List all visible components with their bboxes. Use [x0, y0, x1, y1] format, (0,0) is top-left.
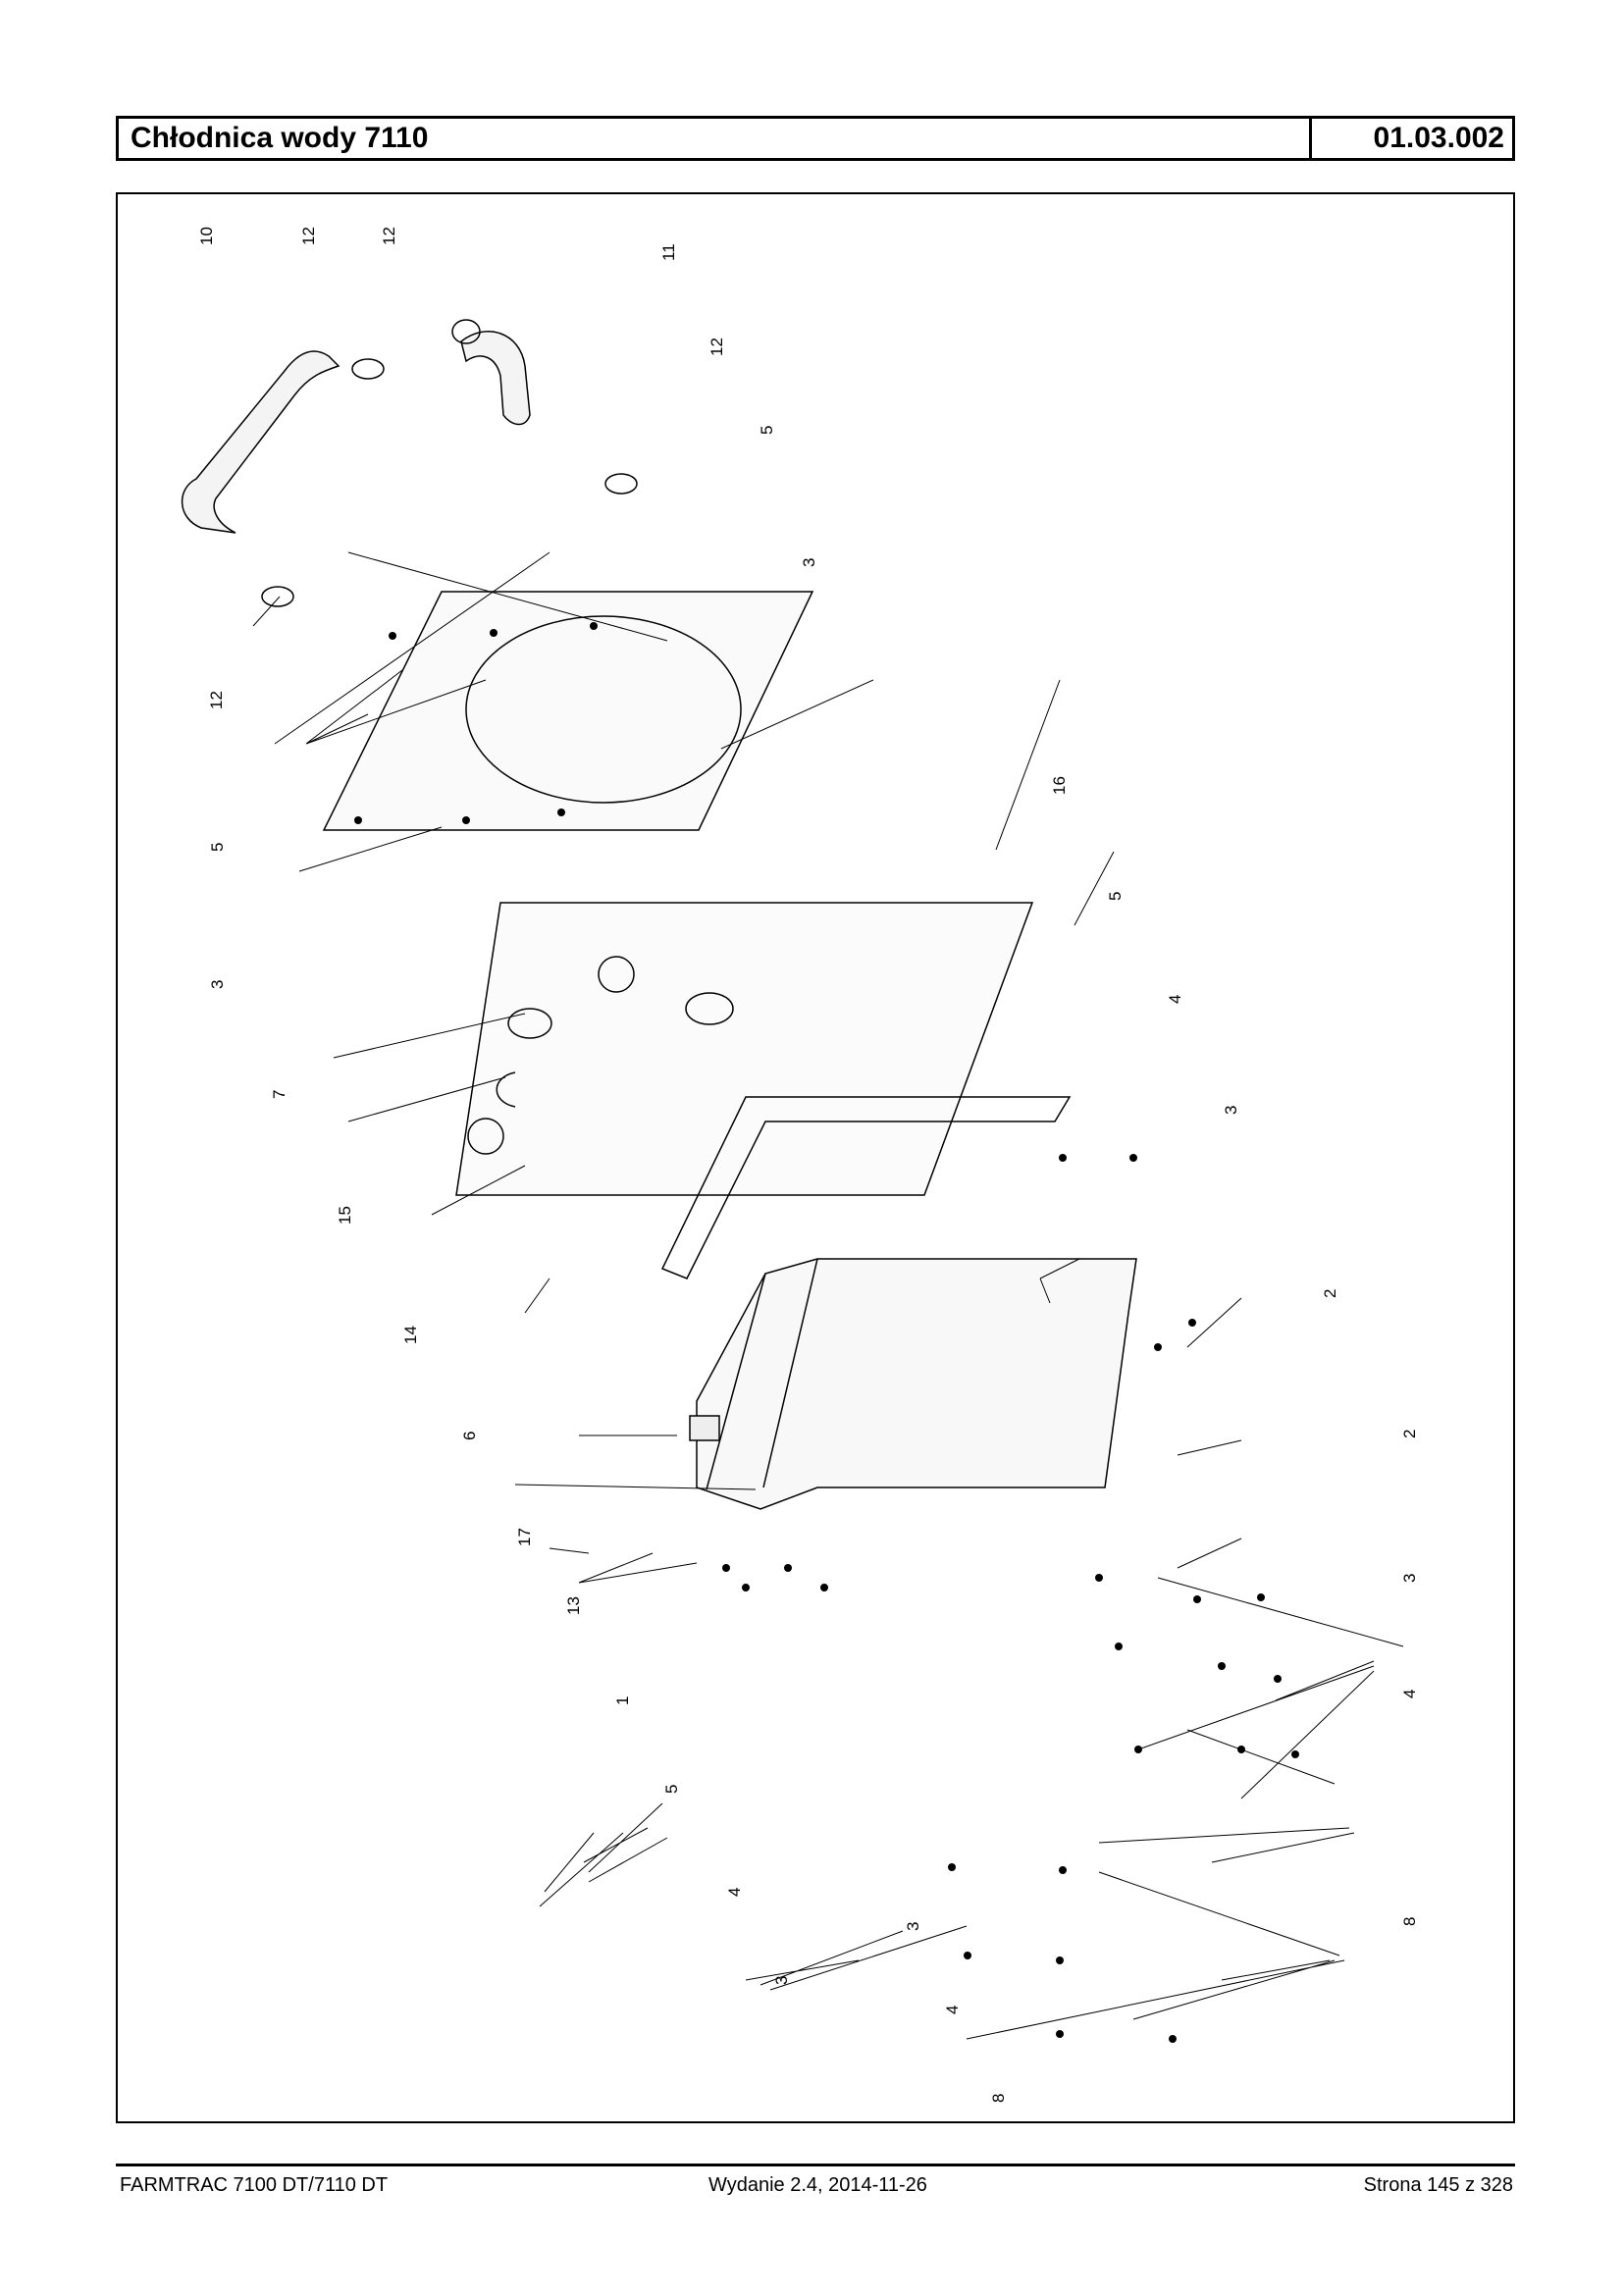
exploded-diagram-frame: 10 12 12 11 12 5 3 12 5 3 16 7 5 4 3 15 … — [116, 192, 1515, 2123]
shroud-opening — [465, 615, 742, 804]
callout-12: 12 — [207, 691, 226, 709]
plate-hole-a — [467, 1118, 504, 1155]
callout-10: 10 — [197, 227, 216, 245]
ring-15 — [507, 1008, 552, 1039]
callout-4: 4 — [725, 1888, 744, 1897]
callout-3: 3 — [208, 980, 227, 989]
callout-3: 3 — [1222, 1106, 1240, 1115]
callout-17: 17 — [515, 1528, 534, 1546]
hose-11 — [460, 331, 531, 426]
footer-page-number: Strona 145 z 328 — [1363, 2174, 1513, 2196]
callout-5: 5 — [662, 1785, 681, 1794]
callout-5: 5 — [208, 843, 227, 852]
exploded-diagram: 10 12 12 11 12 5 3 12 5 3 16 7 5 4 3 15 … — [181, 227, 1419, 2103]
clamp-12-c — [451, 319, 481, 344]
page-title: Chłodnica wody 7110 — [131, 122, 429, 154]
seal-14 — [496, 1071, 516, 1108]
callout-1: 1 — [613, 1696, 632, 1705]
shroud-7 — [322, 591, 814, 831]
footer-edition: Wydanie 2.4, 2014-11-26 — [708, 2174, 927, 2196]
callout-15: 15 — [336, 1206, 354, 1225]
footer-model: FARMTRAC 7100 DT/7110 DT — [120, 2174, 389, 2196]
callout-4: 4 — [943, 2006, 962, 2014]
filler-13 — [689, 1415, 720, 1441]
callout-5: 5 — [1106, 892, 1125, 901]
callout-5: 5 — [758, 426, 776, 435]
callout-12: 12 — [707, 338, 726, 356]
callout-12: 12 — [299, 227, 318, 245]
callout-6: 6 — [460, 1432, 479, 1440]
callout-12: 12 — [380, 227, 398, 245]
callout-4: 4 — [1166, 995, 1184, 1004]
document-code: 01.03.002 — [1309, 119, 1512, 158]
clamp-12-d — [604, 473, 638, 495]
callout-13: 13 — [564, 1596, 583, 1615]
plate-6 — [455, 902, 1034, 1196]
callout-3: 3 — [800, 558, 818, 567]
callout-7: 7 — [270, 1090, 288, 1099]
hose-10 — [181, 350, 341, 534]
callout-11: 11 — [659, 243, 678, 261]
callout-3: 3 — [772, 1976, 791, 1985]
callout-14: 14 — [401, 1326, 420, 1344]
callout-4: 4 — [1400, 1690, 1419, 1698]
clamp-12-a — [351, 358, 385, 380]
plate-hole-b — [598, 956, 635, 993]
callout-2: 2 — [1400, 1430, 1419, 1438]
callout-2: 2 — [1321, 1289, 1339, 1298]
callout-3: 3 — [1400, 1574, 1419, 1583]
frame-17 — [660, 1096, 1072, 1279]
callout-8: 8 — [1400, 1917, 1419, 1926]
page-header: Chłodnica wody 7110 01.03.002 — [116, 116, 1515, 161]
footer-rule — [116, 2164, 1515, 2166]
callout-8: 8 — [989, 2094, 1008, 2103]
callout-16: 16 — [1050, 776, 1069, 795]
callout-3: 3 — [904, 1922, 922, 1931]
seal-16 — [685, 992, 734, 1025]
radiator-1 — [696, 1258, 1137, 1510]
clamp-12-b — [261, 586, 294, 607]
